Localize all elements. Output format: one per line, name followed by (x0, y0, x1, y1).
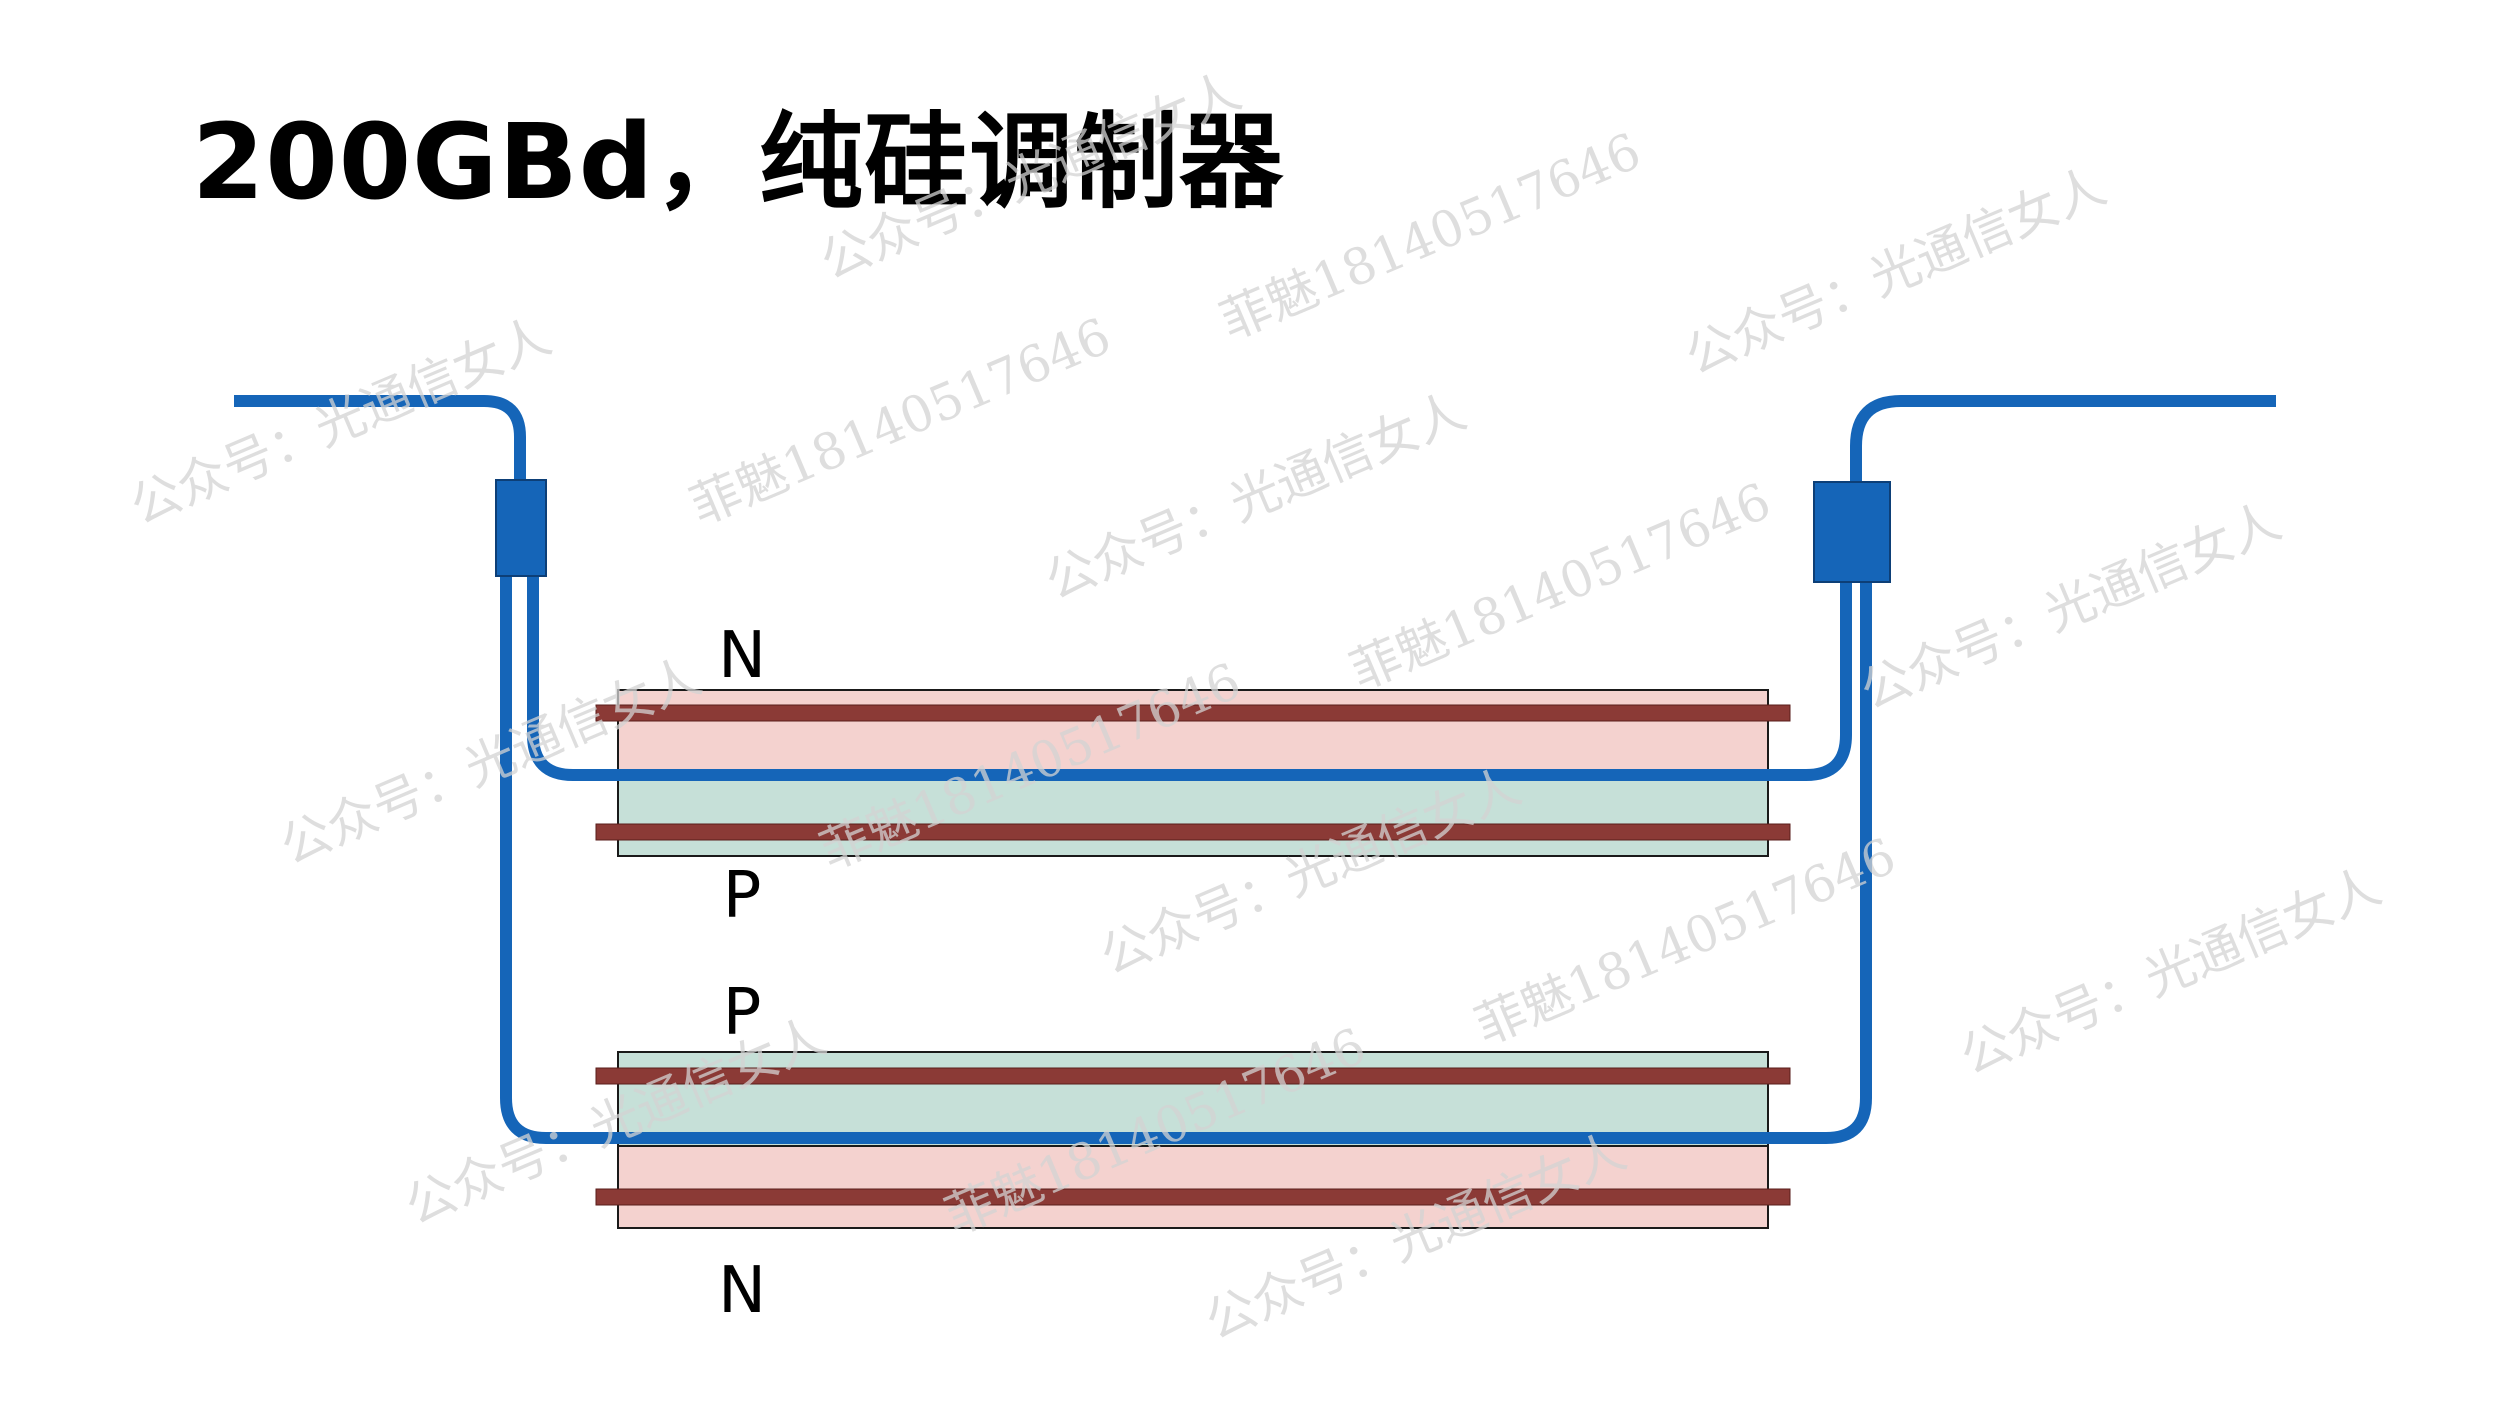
watermark-account: 公众号：光通信女人 (1952, 857, 2389, 1086)
lower-p-label: P (723, 976, 762, 1050)
watermark-contact: 菲魅18140517646 (682, 307, 1119, 536)
watermark-account: 公众号：光通信女人 (1037, 382, 1474, 611)
upper-p-label: P (723, 859, 762, 933)
watermark-account: 公众号：光通信女人 (812, 62, 1249, 291)
watermark-account: 公众号：光通信女人 (1677, 157, 2114, 386)
lower-n-label: N (718, 1254, 766, 1328)
upper-n-region (617, 689, 1769, 773)
lower-n-electrode (595, 1188, 1791, 1206)
upper-n-label: N (718, 619, 766, 693)
watermark-account: 公众号：光通信女人 (1852, 492, 2289, 721)
lower-arm-waveguide (500, 575, 1872, 1144)
input-waveguide (234, 395, 526, 480)
watermark-contact: 菲魅18140517646 (1342, 472, 1779, 701)
output-combiner (1813, 481, 1891, 583)
input-splitter (495, 479, 547, 577)
output-waveguide (1850, 395, 2276, 482)
upper-arm-waveguide (527, 575, 1852, 781)
watermark-contact: 菲魅18140517646 (1467, 827, 1904, 1056)
upper-n-electrode (595, 704, 1791, 722)
watermark-account: 公众号：光通信女人 (122, 307, 559, 536)
upper-p-electrode (595, 823, 1791, 841)
slide-title: 200GBd，纯硅调制器 (192, 101, 1285, 223)
lower-p-electrode (595, 1067, 1791, 1085)
lower-n-region (617, 1145, 1769, 1229)
lower-phase-shifter (595, 1051, 1791, 1229)
waveguides (234, 395, 2276, 1144)
watermark-contact: 菲魅18140517646 (1212, 122, 1649, 351)
upper-p-region (617, 771, 1769, 857)
